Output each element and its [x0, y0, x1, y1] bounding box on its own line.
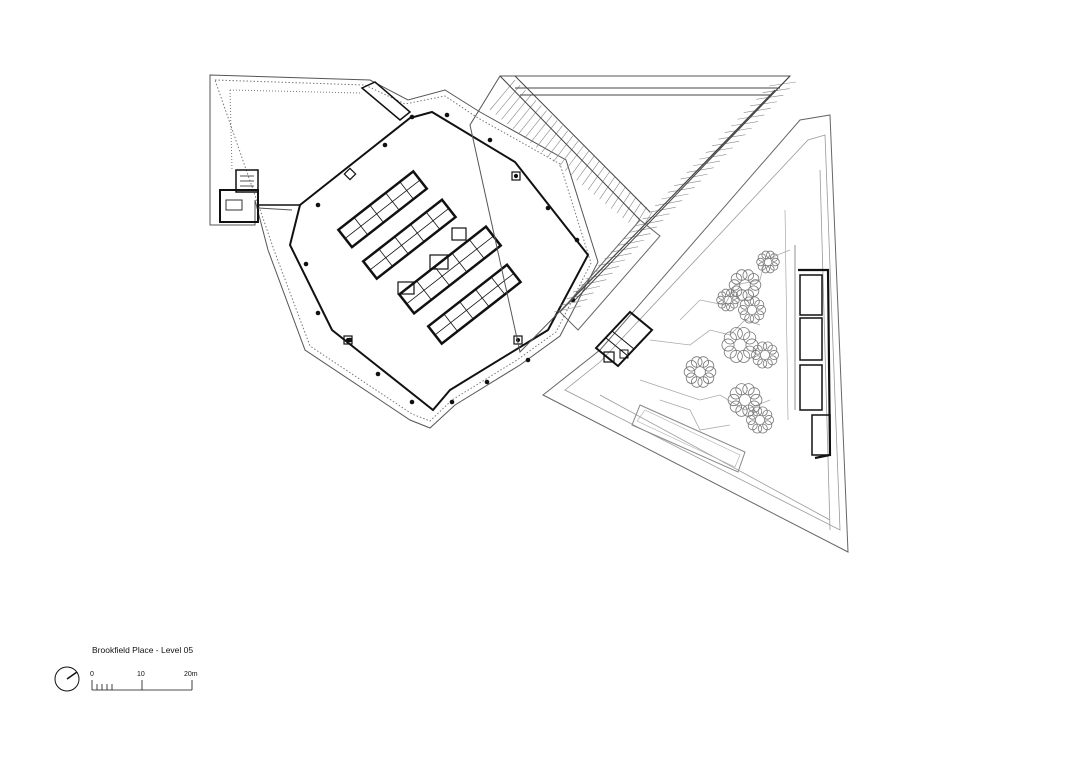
roof-hatch-line — [599, 176, 616, 200]
roof-hatching — [489, 79, 797, 313]
roof-hatch-line — [507, 95, 532, 125]
column-icon — [545, 205, 551, 211]
roof-hatch-line — [564, 145, 584, 172]
scale-label-20m: 20m — [184, 671, 198, 678]
roof-hatch-line — [639, 211, 653, 233]
roof-hatch-line — [636, 220, 664, 226]
roof-hatch-line — [518, 105, 542, 134]
roof-hatch-line — [570, 150, 590, 176]
roof-hatch-line — [512, 100, 537, 129]
tree-icon — [727, 383, 763, 417]
column-icon — [484, 379, 490, 385]
roof-hatch-line — [495, 84, 521, 115]
roof-hatch-line — [610, 246, 638, 253]
drawing-title: Brookfield Place - Level 05 — [92, 645, 194, 655]
tower-outer-facade — [209, 74, 599, 429]
plaza-steps — [639, 249, 791, 431]
column-icon — [315, 310, 321, 316]
roof-hatch-line — [541, 125, 563, 153]
column-icon — [444, 112, 450, 118]
tree-icon — [746, 406, 774, 434]
east-core — [594, 310, 654, 368]
tree-icon — [756, 250, 780, 274]
scale-label-0: 0 — [90, 671, 94, 678]
trees — [683, 250, 780, 434]
roof-hatch-line — [553, 135, 574, 162]
roof-hatch-line — [587, 166, 605, 190]
roof-hatch-line — [566, 292, 594, 299]
roof-hatch-line — [628, 201, 642, 223]
roof-hatch-line — [530, 115, 553, 144]
columns — [303, 112, 580, 405]
column-icon — [525, 357, 531, 363]
tree-icon — [721, 327, 759, 363]
roof-hatch-line — [553, 305, 582, 313]
column-icon — [574, 237, 580, 243]
roof-hatch-line — [604, 253, 632, 260]
tree-icon — [728, 269, 762, 301]
scale-bar — [91, 680, 193, 691]
roof-hatch-line — [629, 226, 657, 233]
roof-hatch-line — [489, 79, 516, 111]
roof-hatch-line — [617, 239, 645, 246]
east-plaza-outline — [542, 114, 849, 553]
roof-hatch-line — [622, 196, 637, 219]
column-icon — [382, 142, 388, 148]
roof-hatch-line — [642, 213, 670, 220]
scale-label-10: 10 — [137, 671, 145, 678]
column-icon — [487, 137, 493, 143]
roof-hatch-line — [524, 110, 547, 139]
tower-core — [336, 169, 523, 346]
column-boxes — [343, 167, 523, 345]
north-arrow-icon — [54, 666, 80, 692]
tree-icon — [683, 356, 717, 388]
tower-floor-plate — [288, 110, 590, 412]
tree-icon — [751, 341, 779, 369]
roof-hatch-line — [591, 266, 620, 273]
tree-icon — [716, 288, 740, 312]
roof-hatch-line — [598, 259, 626, 266]
west-terrace — [209, 75, 412, 226]
roof-hatch-line — [547, 130, 568, 158]
east-building — [784, 209, 832, 460]
roof-band-edges — [499, 75, 791, 331]
roof-hatch-line — [616, 191, 632, 214]
tree-icon — [738, 296, 766, 324]
roof-hatch-line — [576, 155, 595, 181]
roof-hatch-line — [593, 171, 611, 195]
column-icon — [449, 399, 455, 405]
roof-hatch-line — [623, 233, 651, 240]
roof-hatch-line — [582, 161, 600, 186]
reflecting-pool — [631, 404, 746, 473]
column-icon — [409, 114, 415, 120]
roof-hatch-line — [560, 299, 588, 306]
column-icon — [409, 399, 415, 405]
column-icon — [303, 261, 309, 267]
roof-hatch-line — [648, 206, 676, 213]
roof-hatch-line — [558, 140, 579, 167]
roof-hatch-line — [572, 285, 601, 293]
roof-band-north — [469, 75, 792, 354]
roof-hatch-line — [535, 120, 558, 148]
column-icon — [315, 202, 321, 208]
column-icon — [375, 371, 381, 377]
